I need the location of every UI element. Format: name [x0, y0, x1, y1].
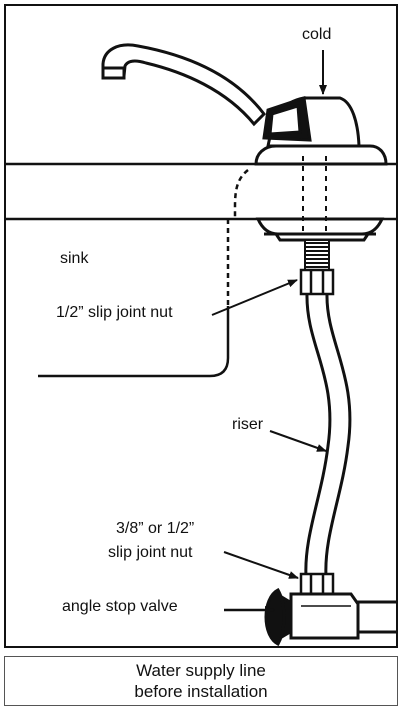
countertop — [6, 162, 396, 221]
bottom-slip-joint-nut — [299, 572, 335, 596]
label-sink: sink — [60, 250, 89, 267]
plumbing-diagram — [6, 43, 396, 646]
leader-arrows — [211, 50, 327, 614]
faucet-base — [255, 156, 385, 242]
label-angle-stop-valve: angle stop valve — [62, 598, 178, 615]
label-half-inch-slip-joint-nut: 1/2” slip joint nut — [56, 304, 173, 321]
riser-arrow — [269, 430, 327, 452]
sink-basin-outline — [38, 169, 249, 378]
slip-nut-half-arrow — [211, 279, 298, 316]
faucet-spout — [101, 43, 266, 127]
label-slip-joint-nut: slip joint nut — [108, 544, 193, 561]
top-slip-joint-nut — [299, 268, 335, 296]
label-slip-joint-nut-size: 3/8” or 1/2” — [116, 520, 195, 537]
faucet-body — [254, 96, 388, 166]
caption-panel: Water supply line before installation — [4, 656, 398, 706]
riser-tube — [304, 293, 352, 577]
caption-line-2: before installation — [134, 682, 268, 701]
angle-stop-valve — [264, 588, 396, 646]
label-cold: cold — [302, 26, 332, 43]
label-riser: riser — [232, 416, 264, 433]
threaded-shank — [304, 239, 330, 271]
caption-line-1: Water supply line — [136, 661, 266, 680]
slip-nut-lower-arrow — [223, 551, 299, 579]
diagram-panel: cold sink 1/2” slip joint nut riser 3/8”… — [4, 4, 398, 648]
